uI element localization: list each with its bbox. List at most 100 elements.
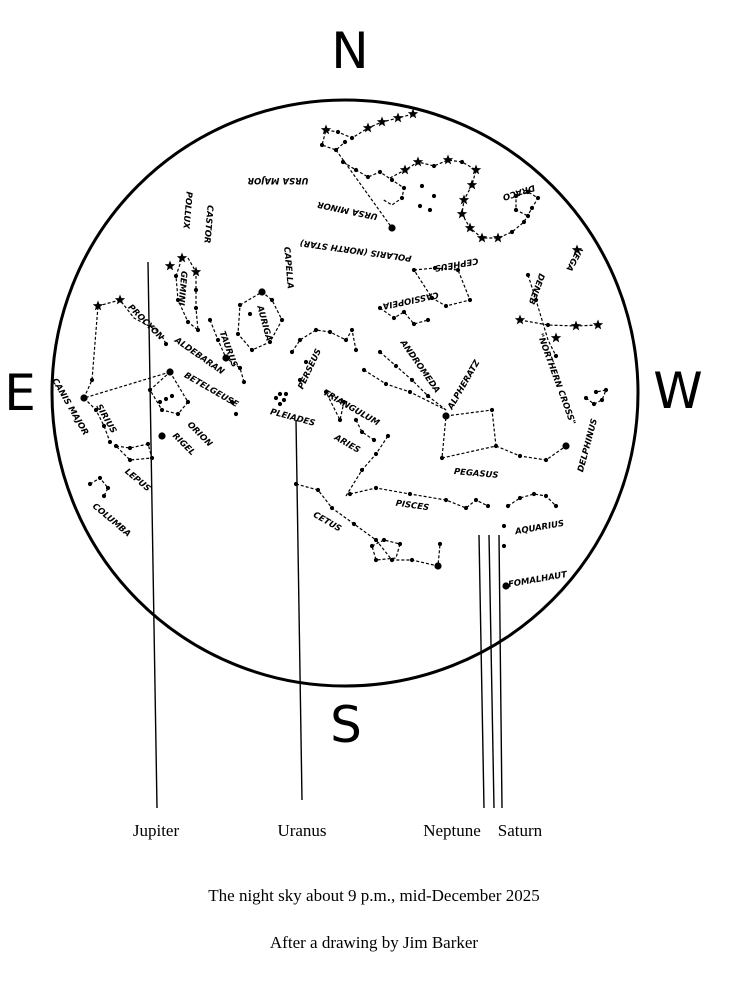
orion-to-sirius-line <box>83 371 171 399</box>
star-dot <box>501 543 507 549</box>
star-dot <box>113 443 119 449</box>
star-dot <box>553 503 559 509</box>
star-dot <box>505 503 511 509</box>
star-icon <box>176 252 188 263</box>
delphinus-lines <box>585 389 607 405</box>
star-dot <box>166 368 174 376</box>
star-dot <box>373 485 379 491</box>
star-dot <box>417 203 423 209</box>
uranus-pointer-line <box>295 419 303 801</box>
ursa-major-lines <box>321 113 414 151</box>
star-dot <box>222 354 230 362</box>
star-dot <box>397 541 403 547</box>
star-icon <box>399 164 411 175</box>
label-lepus: LEPUS <box>122 467 152 494</box>
label-gemini: GEMINI <box>175 270 188 305</box>
star-icon <box>442 154 454 165</box>
star-dot <box>163 396 169 402</box>
star-dot <box>591 401 597 407</box>
star-dot <box>235 331 241 337</box>
star-dot <box>545 322 551 328</box>
star-dot <box>419 183 425 189</box>
star-dot <box>393 363 399 369</box>
star-dot <box>463 505 469 511</box>
star-dot <box>163 341 169 347</box>
planet-pointer-lines <box>147 261 503 809</box>
caption-title: The night sky about 9 p.m., mid-December… <box>208 886 540 905</box>
label-ursa-major: URSA MAJOR <box>247 175 308 185</box>
compass-west: W <box>653 362 702 420</box>
star-dot <box>439 455 445 461</box>
caption-credit: After a drawing by Jim Barker <box>269 933 479 952</box>
star-dot <box>185 399 191 405</box>
star-dot <box>101 493 107 499</box>
star-dot <box>107 439 113 445</box>
cassiopeia-lines <box>379 307 429 325</box>
star-dot <box>335 129 341 135</box>
star-dot <box>399 195 405 201</box>
gemini-lines <box>175 257 199 332</box>
pegasus-square <box>441 409 497 459</box>
star-dot <box>383 381 389 387</box>
star-dot <box>525 213 531 219</box>
star-icon <box>407 108 419 119</box>
star-dot <box>149 455 155 461</box>
star-dot <box>473 497 479 503</box>
label-triangulum: TRIANGULUM <box>321 388 381 429</box>
pisces-circle <box>345 435 389 497</box>
stars <box>80 108 609 590</box>
star-dot <box>247 311 253 317</box>
star-dot <box>401 185 407 191</box>
star-dot <box>241 379 247 385</box>
star-dot <box>349 327 355 333</box>
star-dot <box>97 475 103 481</box>
constellation-labels: URSA MAJOR URSA MINOR POLARIS (NORTH STA… <box>49 175 600 590</box>
star-icon <box>550 332 562 343</box>
label-fomalhaut: FOMALHAUT <box>507 570 569 590</box>
star-dot <box>273 395 279 401</box>
jupiter-pointer-line <box>147 261 158 809</box>
star-dot <box>359 467 365 473</box>
star-dot <box>455 267 461 273</box>
star-dot <box>369 543 375 549</box>
star-dot <box>517 453 523 459</box>
star-dot <box>215 337 221 343</box>
planet-label-saturn: Saturn <box>498 821 543 840</box>
label-columba: COLUMBA <box>90 502 132 540</box>
label-alpheratz: ALPHERATZ <box>446 358 483 413</box>
star-dot <box>529 205 535 211</box>
star-dot <box>293 481 299 487</box>
label-pollux: POLLUX <box>180 191 193 229</box>
star-dot <box>229 399 235 405</box>
lepus-lines <box>115 443 153 461</box>
star-dot <box>175 297 181 303</box>
star-dot <box>269 297 275 303</box>
star-dot <box>401 309 407 315</box>
star-dot <box>593 389 599 395</box>
star-dot <box>329 505 335 511</box>
aquarius-lines <box>507 493 557 507</box>
star-dot <box>340 159 346 165</box>
label-castor: CASTOR <box>201 205 214 244</box>
star-dot <box>583 395 589 401</box>
star-dot <box>459 159 465 165</box>
star-dot <box>159 407 165 413</box>
star-dot <box>434 562 442 570</box>
star-dot <box>429 295 435 301</box>
planet-label-neptune: Neptune <box>423 821 481 840</box>
star-dot <box>342 139 348 145</box>
star-dot <box>533 297 539 303</box>
star-dot <box>303 359 309 365</box>
star-dot <box>391 315 397 321</box>
star-dot <box>89 377 95 383</box>
star-dot <box>411 321 417 327</box>
canis-major-body <box>83 397 111 443</box>
star-dot <box>258 288 266 296</box>
star-dot <box>195 327 201 333</box>
star-dot <box>388 224 396 232</box>
star-dot <box>361 367 367 373</box>
label-betelgeuse: BETELGEUSE <box>182 371 240 410</box>
star-dot <box>193 287 199 293</box>
label-delphinus: DELPHINUS <box>576 418 600 474</box>
